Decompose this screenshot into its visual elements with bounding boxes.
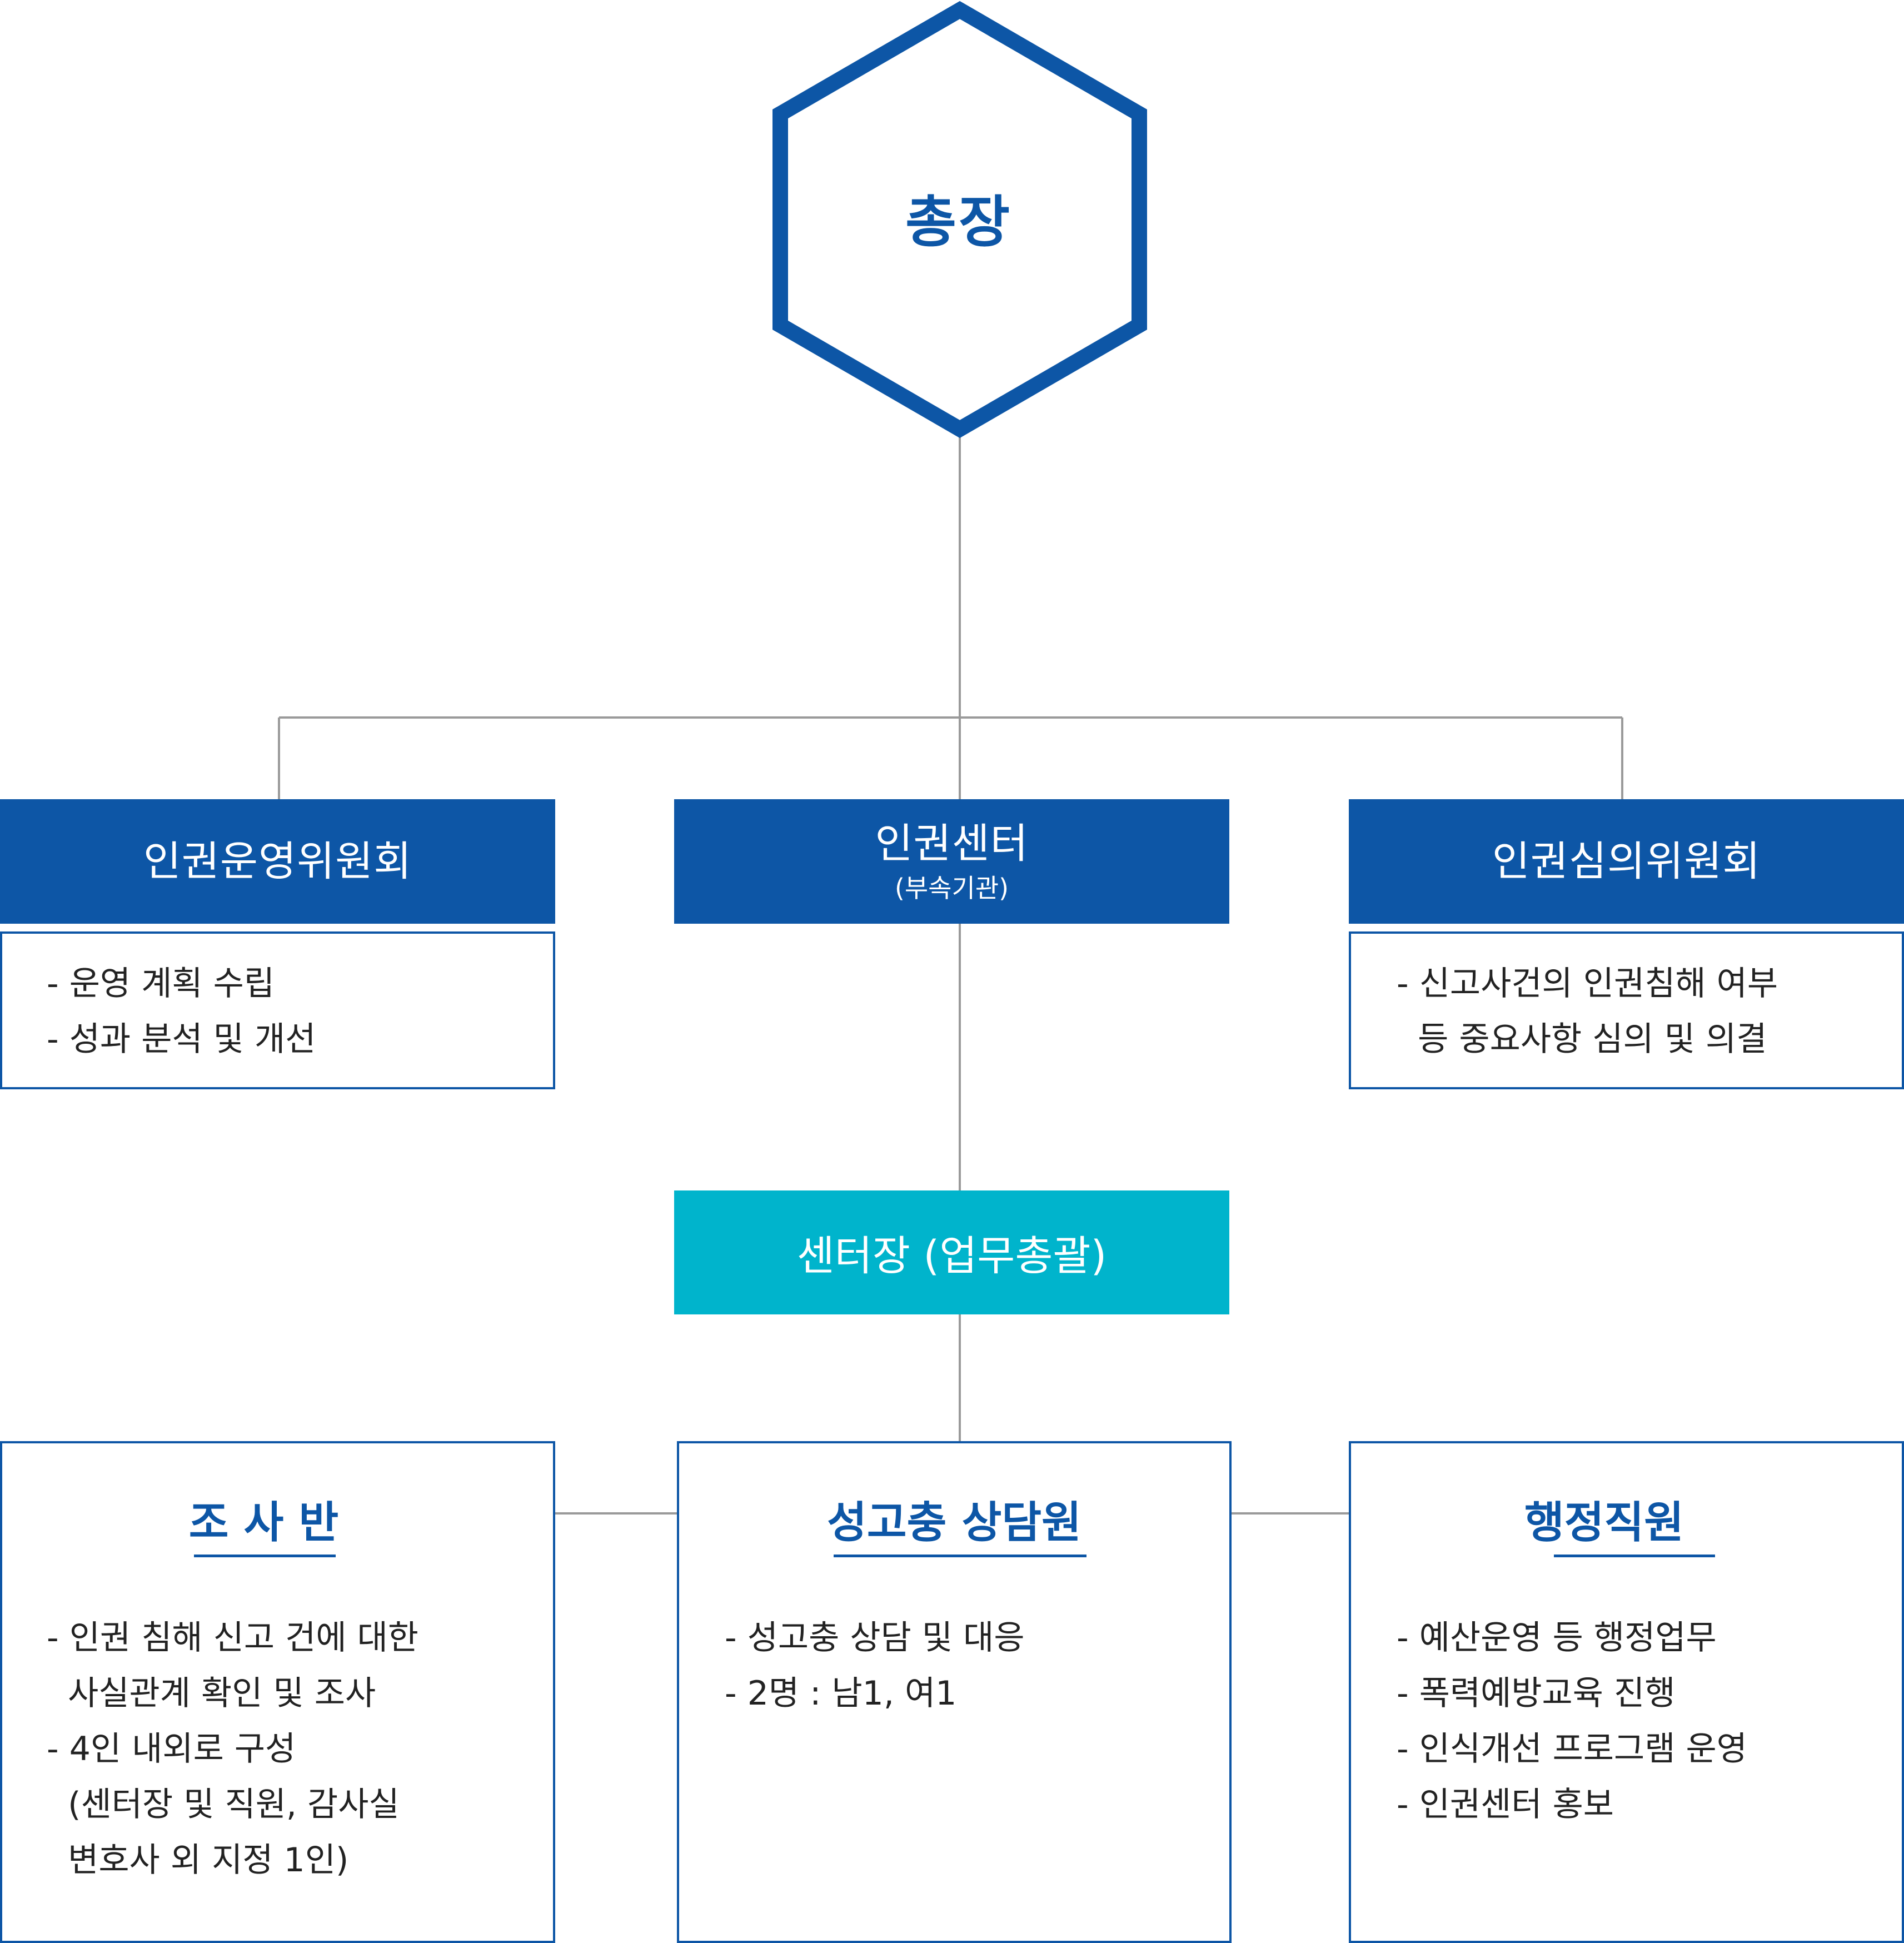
root-hexagon-shape	[772, 1, 1147, 439]
team-admin-underline	[1554, 1555, 1715, 1557]
team-counselor-underline	[834, 1555, 1086, 1557]
center-director-header: 센터장 (업무총괄)	[674, 1190, 1229, 1314]
team-admin-title: 행정직원	[1524, 1498, 1684, 1548]
list-item: - 폭력예방교육 진행	[1397, 1674, 1676, 1713]
committee-operations-title: 인권운영위원회	[143, 837, 412, 885]
list-item: - 성과 분석 및 개선	[47, 1020, 316, 1059]
team-counselor-list: - 성고충 상담 및 대응 - 2명 : 남1, 여1	[725, 1610, 1025, 1721]
human-rights-center-subtitle: (부속기관)	[894, 873, 1009, 903]
list-item: - 성고충 상담 및 대응	[725, 1618, 1025, 1657]
list-item: - 인권 침해 신고 건에 대한	[47, 1618, 419, 1657]
committee-deliberation-title: 인권심의위원회	[1492, 837, 1761, 885]
list-item: - 2명 : 남1, 여1	[725, 1674, 957, 1713]
human-rights-center-header: 인권센터 (부속기관)	[674, 799, 1229, 924]
list-item: - 4인 내외로 구성	[47, 1730, 296, 1768]
list-item: 변호사 외 지정 1인)	[47, 1841, 349, 1880]
root-node-president: 총장	[905, 189, 1012, 255]
list-item: - 인권센터 홍보	[1397, 1785, 1614, 1824]
committee-deliberation-description: - 신고사건의 인권침해 여부 등 중요사항 심의 및 의결	[1349, 931, 1904, 1089]
list-item: - 운영 계획 수립	[47, 964, 275, 1003]
committee-operations-header: 인권운영위원회	[0, 799, 555, 924]
human-rights-center-title: 인권센터	[875, 820, 1029, 868]
team-counselor-box: 성고충 상담원 - 성고충 상담 및 대응 - 2명 : 남1, 여1	[677, 1441, 1232, 1943]
committee-operations-description: - 운영 계획 수립 - 성과 분석 및 개선	[0, 931, 555, 1089]
team-admin-list: - 예산운영 등 행정업무 - 폭력예방교육 진행 - 인식개선 프로그램 운영…	[1397, 1610, 1747, 1832]
list-item: 등 중요사항 심의 및 의결	[1397, 1020, 1767, 1059]
team-investigation-underline	[194, 1555, 336, 1557]
committee-deliberation-header: 인권심의위원회	[1349, 799, 1904, 924]
team-counselor-title: 성고충 상담원	[827, 1498, 1081, 1548]
team-admin-box: 행정직원 - 예산운영 등 행정업무 - 폭력예방교육 진행 - 인식개선 프로…	[1349, 1441, 1904, 1943]
team-investigation-list: - 인권 침해 신고 건에 대한 사실관계 확인 및 조사 - 4인 내외로 구…	[47, 1610, 418, 1888]
team-investigation-box: 조 사 반 - 인권 침해 신고 건에 대한 사실관계 확인 및 조사 - 4인…	[0, 1441, 555, 1943]
center-director-title: 센터장 (업무총괄)	[796, 1232, 1107, 1280]
list-item: - 예산운영 등 행정업무	[1397, 1618, 1717, 1657]
list-item: - 신고사건의 인권침해 여부	[1397, 964, 1778, 1003]
list-item: 사실관계 확인 및 조사	[47, 1674, 376, 1713]
list-item: - 인식개선 프로그램 운영	[1397, 1730, 1747, 1768]
team-investigation-title: 조 사 반	[188, 1498, 339, 1548]
list-item: (센터장 및 직원, 감사실	[47, 1785, 400, 1824]
